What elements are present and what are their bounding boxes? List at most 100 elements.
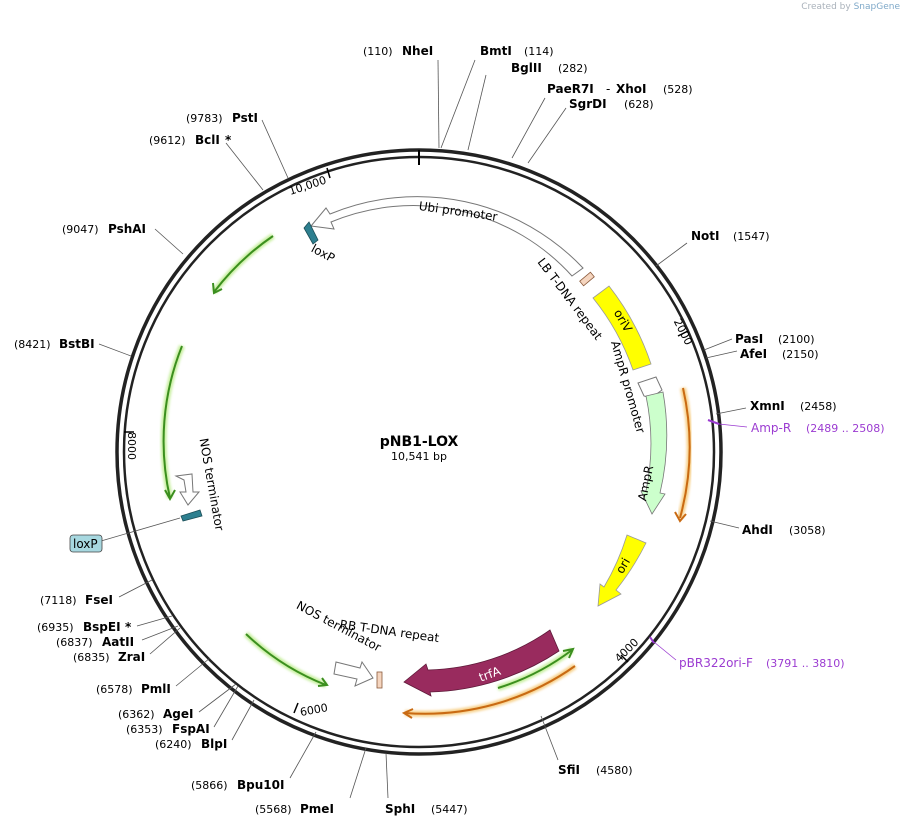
site-pos-paer7i: (528) [663, 83, 693, 96]
tick-mark [677, 330, 689, 337]
leader-afei [705, 350, 738, 359]
leader-pmli [175, 657, 211, 687]
pbr322ori-f-primer-mark [649, 636, 655, 644]
leader-bmti [440, 59, 476, 149]
orf-left-green-long-head [164, 489, 176, 502]
amp-r-primer-leader [718, 423, 748, 428]
site-labels: (110) NheI BmtI (114) BglII (282) PaeR7I… [14, 44, 837, 816]
site-name-afei[interactable]: AfeI [740, 347, 767, 361]
plasmid-name: pNB1-LOX [380, 434, 459, 450]
site-name-bpu10i[interactable]: Bpu10I [237, 778, 284, 792]
orf-lower-green-core [497, 649, 573, 689]
site-name-bcli[interactable]: BclI [195, 133, 220, 147]
leader-nhei [437, 59, 440, 149]
leader-pmei [349, 747, 367, 799]
nos-terminator-lower-arrow[interactable] [333, 660, 374, 687]
leader-paer7i [511, 97, 546, 159]
site-name-nhei[interactable]: NheI [402, 44, 433, 58]
site-name-bstbi[interactable]: BstBI [59, 337, 95, 351]
site-pos-bmti: (114) [524, 45, 554, 58]
site-name-sgrdi[interactable]: SgrDI [569, 97, 607, 111]
snapgene-logo-text: SnapGene [853, 2, 900, 12]
credit-prefix: Created by [801, 2, 851, 12]
site-name-bspei[interactable]: BspEI [83, 620, 121, 634]
site-pos-pasi: (2100) [778, 333, 815, 346]
site-name-sfii[interactable]: SfiI [558, 763, 580, 777]
pbr322ori-f-primer-leader [653, 641, 677, 661]
site-pos-pmei: (5568) [255, 803, 292, 816]
site-name-agei[interactable]: AgeI [163, 707, 193, 721]
loxP-left-label-box[interactable] [69, 534, 103, 553]
site-mark-bcli: * [225, 133, 232, 147]
site-name-fspai[interactable]: FspAI [172, 722, 210, 736]
oriV-arrow[interactable] [592, 285, 652, 371]
site-name-bmti[interactable]: BmtI [480, 44, 512, 58]
leader-fsei [118, 579, 153, 598]
pbr322ori-f-primer-label[interactable]: pBR322ori-F [679, 656, 753, 670]
site-pos-ahdi: (3058) [789, 524, 826, 537]
orf-left-green-upper-head [212, 282, 223, 295]
site-name-blpi[interactable]: BlpI [201, 737, 227, 751]
leader-zrai [149, 627, 181, 655]
orf-left-green-upper[interactable] [211, 233, 275, 294]
site-pos-pshai: (9047) [62, 223, 99, 236]
site-name-xhoi[interactable]: XhoI [616, 82, 647, 96]
pbr322ori-f-primer-range: (3791 .. 3810) [766, 657, 845, 670]
amp-r-primer-label[interactable]: Amp-R [751, 421, 791, 435]
site-name-pmei[interactable]: PmeI [300, 802, 334, 816]
site-pos-bstbi: (8421) [14, 338, 51, 351]
site-pos-zrai: (6835) [73, 651, 110, 664]
loxP-top-marker[interactable] [303, 221, 319, 245]
tick-mark [620, 654, 629, 663]
leader-pshai [154, 228, 184, 255]
ampR-arrow[interactable] [640, 391, 668, 515]
site-pos-nhei: (110) [363, 45, 393, 58]
site-name-ahdi[interactable]: AhdI [742, 523, 773, 537]
nos-terminator-left-arrow[interactable] [174, 473, 201, 506]
site-name-pasi[interactable]: PasI [735, 332, 763, 346]
ori-arrow[interactable] [597, 534, 647, 607]
leader-fspai [213, 685, 239, 728]
leader-sphi [385, 752, 389, 799]
site-name-bglii[interactable]: BglII [511, 61, 542, 75]
orf-lowerleft-green[interactable] [243, 631, 328, 688]
loxP-left-marker[interactable] [180, 509, 203, 522]
site-pos-bglii: (282) [558, 62, 588, 75]
leader-noti [655, 242, 688, 267]
site-name-aatii[interactable]: AatII [102, 635, 134, 649]
ubi-promoter-arrow[interactable] [310, 196, 584, 277]
orf-right-orange-head [674, 511, 687, 523]
site-name-psti[interactable]: PstI [232, 111, 258, 125]
site-pos-bspei: (6935) [37, 621, 74, 634]
leader-agei [198, 683, 237, 713]
site-name-paer7i[interactable]: PaeR7I [547, 82, 594, 96]
site-name-pmli[interactable]: PmlI [141, 682, 171, 696]
orf-left-green-long-core [162, 345, 183, 499]
site-name-sphi[interactable]: SphI [385, 802, 415, 816]
leader-aatii [141, 625, 179, 641]
leader-pasi [703, 338, 733, 351]
leader-ahdi [709, 520, 740, 529]
site-pos-sphi: (5447) [431, 803, 468, 816]
loxP-left-leader [100, 517, 181, 542]
site-name-xmni[interactable]: XmnI [750, 399, 785, 413]
tick-label-8000: 8000 [125, 432, 138, 460]
site-name-fsei[interactable]: FseI [85, 593, 113, 607]
orf-lower-orange-head [401, 708, 414, 719]
site-separator: - [606, 82, 610, 96]
orf-left-green-upper-core [213, 235, 274, 293]
ori-label: ori [613, 556, 633, 577]
lb-tdna-repeat-marker[interactable] [579, 271, 595, 287]
site-pos-fspai: (6353) [126, 723, 163, 736]
site-name-zrai[interactable]: ZraI [118, 650, 145, 664]
site-pos-psti: (9783) [186, 112, 223, 125]
nos-terminator-left-label: NOS terminator [197, 437, 227, 532]
site-name-pshai[interactable]: PshAI [108, 222, 146, 236]
tick-mark [326, 167, 331, 179]
trfA-arrow[interactable] [403, 629, 560, 697]
rb-tdna-repeat-marker[interactable] [376, 671, 383, 689]
leader-bstbi [98, 343, 132, 357]
site-name-noti[interactable]: NotI [691, 229, 720, 243]
site-leaders [98, 59, 747, 799]
